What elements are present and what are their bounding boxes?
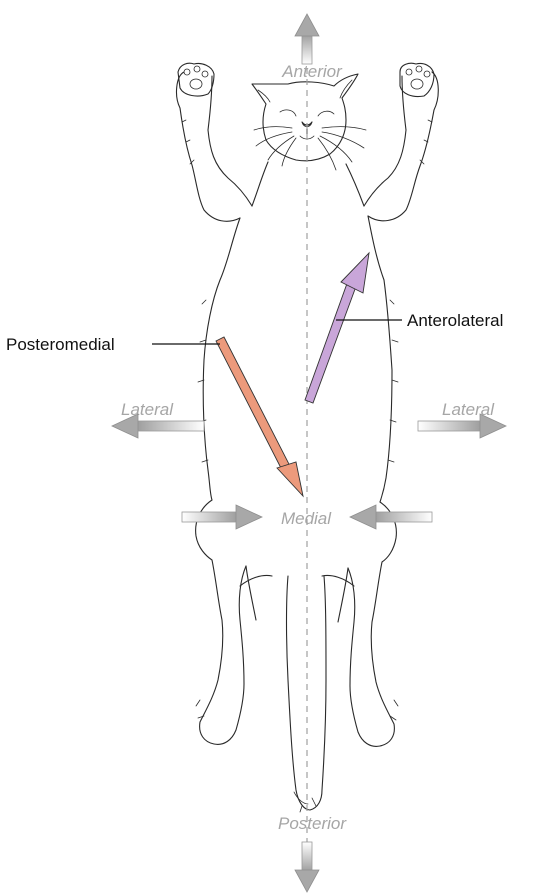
left-hindleg-outline <box>196 500 246 744</box>
right-ear-inner <box>340 80 352 98</box>
tail-outline <box>287 576 327 810</box>
right-forepaw <box>400 63 434 96</box>
posterior-label: Posterior <box>278 814 347 833</box>
left-forepaw <box>178 63 214 96</box>
posteromedial-arrow <box>216 337 303 496</box>
anterior-arrow <box>295 14 319 64</box>
anterior-label: Anterior <box>281 62 343 81</box>
medial-left-arrow <box>182 505 262 529</box>
anterolateral-arrow <box>305 253 369 403</box>
cat-head <box>252 74 358 161</box>
medial-right-arrow <box>350 505 432 529</box>
anterolateral-label: Anterolateral <box>407 311 503 330</box>
lateral-right-label: Lateral <box>442 400 495 419</box>
medial-label: Medial <box>281 509 332 528</box>
posterior-arrow <box>295 842 319 892</box>
right-hindleg-outline <box>348 502 396 746</box>
body-right-outline <box>368 216 392 502</box>
posteromedial-label: Posteromedial <box>6 335 115 354</box>
lateral-left-label: Lateral <box>121 400 174 419</box>
